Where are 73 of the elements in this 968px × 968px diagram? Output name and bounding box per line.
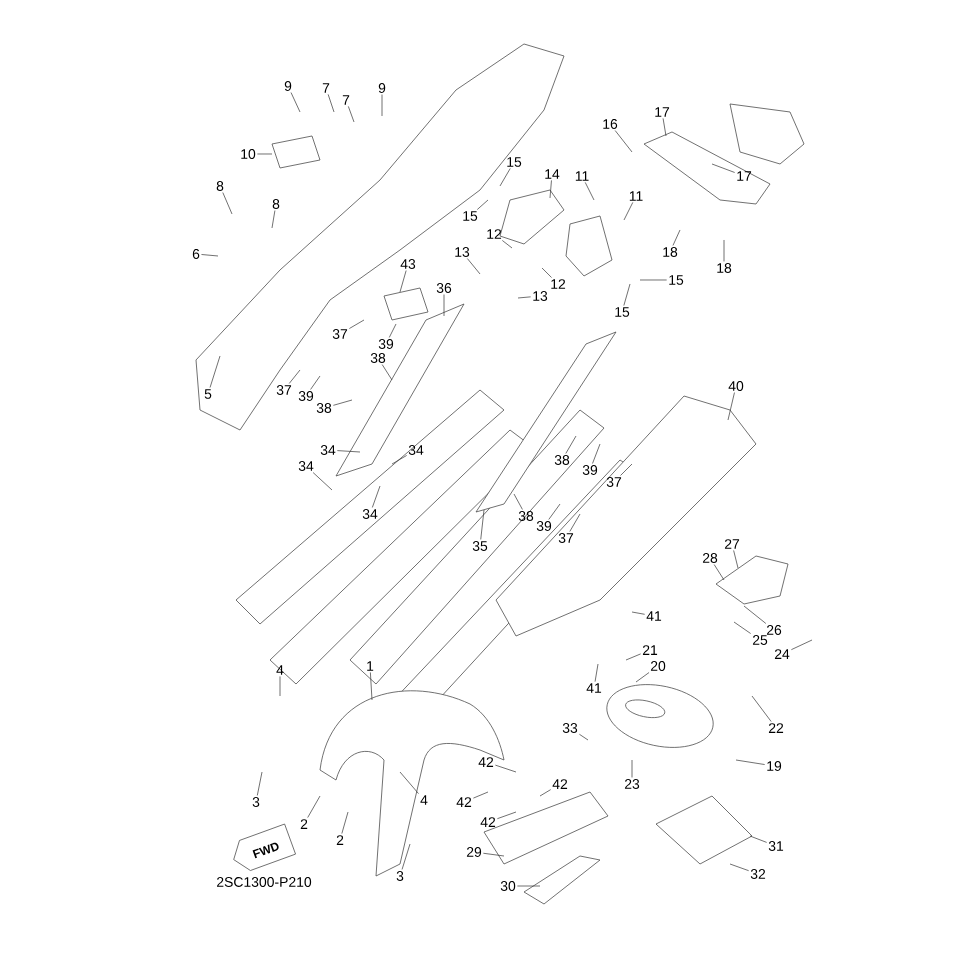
leader-line: [569, 513, 581, 532]
leader-line: [751, 695, 772, 722]
leader-line: [399, 771, 419, 794]
leader-line: [290, 92, 301, 113]
leader-line: [388, 323, 397, 338]
leader-line: [349, 319, 365, 329]
leader-line: [501, 240, 513, 249]
leader-line: [513, 493, 523, 510]
leader-line: [625, 653, 641, 661]
leader-line: [727, 392, 735, 421]
leader-line: [672, 229, 681, 246]
leader-line: [201, 254, 219, 257]
leader-line: [288, 369, 301, 384]
leader-line: [333, 399, 353, 406]
leader-line: [733, 621, 751, 634]
leader-line: [594, 663, 599, 682]
leader-line: [735, 759, 765, 765]
leader-line: [733, 550, 739, 569]
leader-line: [222, 192, 233, 215]
leader-line: [279, 676, 281, 697]
leader-line: [391, 455, 407, 465]
leader-line: [495, 764, 517, 773]
leader-line: [256, 771, 263, 796]
leader-line: [348, 106, 355, 123]
leader-line: [443, 294, 445, 317]
leader-line: [639, 279, 667, 281]
leader-line: [592, 443, 601, 464]
leader-line: [483, 852, 505, 857]
leader-line: [711, 163, 735, 173]
leader-line: [381, 364, 393, 381]
leader-line: [499, 168, 511, 187]
leader-line: [791, 639, 813, 650]
leader-line: [620, 463, 633, 476]
leader-line: [327, 94, 335, 113]
leader-line: [729, 863, 749, 871]
leader-line: [541, 267, 552, 278]
leader-line: [467, 258, 481, 275]
leader-line: [662, 118, 667, 137]
leader-line: [401, 843, 411, 870]
leader-line: [399, 270, 407, 293]
leader-line: [370, 672, 373, 701]
leader-line: [473, 791, 489, 799]
leader-line: [565, 435, 577, 454]
leader-line: [548, 503, 561, 520]
leader-line: [584, 182, 595, 201]
leader-line: [549, 180, 552, 199]
leader-line: [623, 283, 631, 306]
leader-line: [614, 130, 633, 153]
leader-line: [209, 355, 221, 388]
leader-line: [476, 199, 489, 210]
leader-line: [713, 564, 725, 581]
leader-line: [372, 485, 381, 508]
leader-line: [307, 795, 321, 818]
leader-line: [723, 239, 725, 262]
leader-line: [743, 605, 767, 624]
leader-line: [312, 472, 333, 491]
leader-line: [310, 375, 321, 390]
leader-line: [635, 672, 650, 683]
leader-line: [480, 509, 485, 540]
leader-line: [381, 94, 383, 117]
leader-line: [517, 296, 531, 299]
leader-line: [337, 450, 361, 453]
leader-line: [539, 789, 551, 797]
leader-line: [631, 611, 645, 615]
leader-line: [631, 759, 633, 778]
leader-line: [271, 210, 276, 229]
leader-line: [517, 885, 541, 887]
leader-line: [623, 202, 634, 221]
leader-line: [579, 733, 589, 741]
leader-line: [257, 153, 273, 155]
leader-line: [749, 835, 767, 843]
leader-line: [341, 811, 349, 834]
leader-line: [497, 811, 517, 819]
